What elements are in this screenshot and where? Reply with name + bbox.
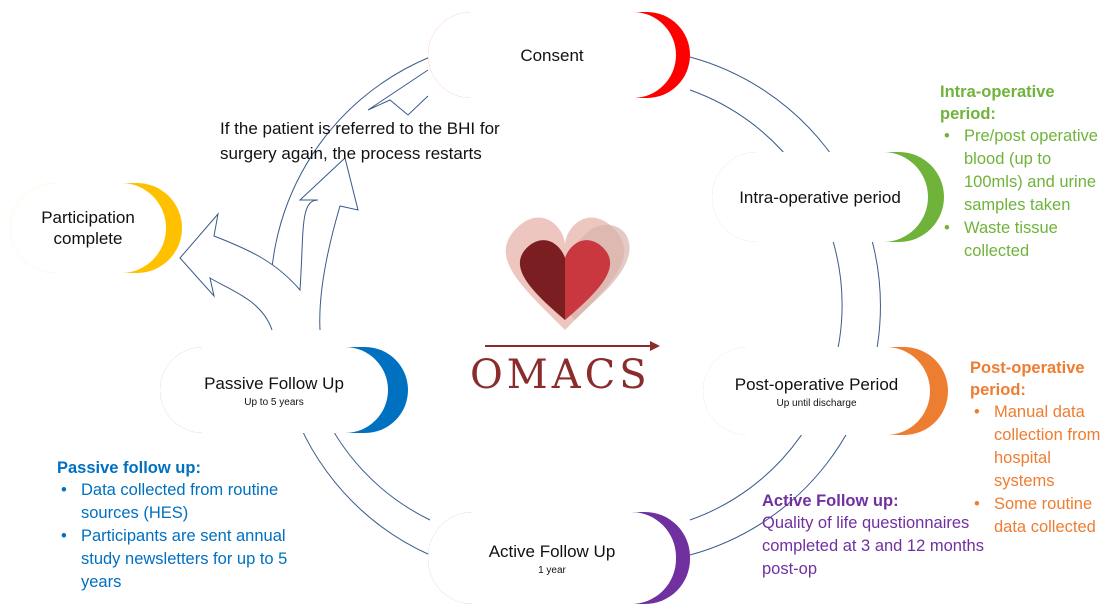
stage-intra-operative: Intra-operative period <box>712 152 944 242</box>
stage-participation-complete: Participation complete <box>10 183 182 273</box>
note-item: Manual data collection from hospital sys… <box>974 401 1110 493</box>
stage-title: Participation complete <box>41 208 135 248</box>
stage-title: Passive Follow Up <box>204 373 344 393</box>
note-item: Waste tissue collected <box>944 217 1105 263</box>
note-heading: Active Follow up: <box>762 492 899 510</box>
branch-arrow <box>179 157 359 331</box>
stage-active-follow-up: Active Follow Up 1 year <box>428 512 690 604</box>
cycle-ring <box>689 56 881 556</box>
restart-note: If the patient is referred to the BHI fo… <box>220 119 500 163</box>
note-item: Some routine data collected <box>974 493 1110 539</box>
stage-post-operative: Post-operative Period Up until discharge <box>703 347 948 435</box>
stage-subtitle: Up until discharge <box>776 397 857 409</box>
note-heading: Intra-operative period: <box>940 83 1055 123</box>
stage-title: Active Follow Up <box>488 541 616 561</box>
restart-arrow <box>367 69 429 116</box>
note-heading: Passive follow up: <box>57 459 201 477</box>
note-item: Data collected from routine sources (HES… <box>61 479 327 525</box>
logo-arrow <box>485 341 660 351</box>
stage-subtitle: 1 year <box>538 564 566 576</box>
stage-title: Consent <box>520 45 584 65</box>
active-follow-up-note: Active Follow up: Quality of life questi… <box>762 490 992 581</box>
logo-text: OMACS <box>470 352 651 398</box>
passive-follow-up-note: Passive follow up: Data collected from r… <box>57 457 327 594</box>
post-operative-note: Post-operative period: Manual data colle… <box>970 357 1110 539</box>
cycle-ring <box>689 89 843 521</box>
stage-consent: Consent <box>428 12 690 98</box>
stage-subtitle: Up to 5 years <box>244 396 304 408</box>
note-item: Pre/post operative blood (up to 100mls) … <box>944 125 1105 217</box>
stage-title: Post-operative Period <box>734 374 899 394</box>
stage-passive-follow-up: Passive Follow Up Up to 5 years <box>160 347 408 433</box>
note-text: Quality of life questionnaires completed… <box>762 514 984 578</box>
note-item: Participants are sent annual study newsl… <box>61 525 327 594</box>
note-heading: Post-operative period: <box>970 359 1085 399</box>
stage-title: Intra-operative period <box>739 187 901 207</box>
intra-operative-note: Intra-operative period: Pre/post operati… <box>940 81 1105 263</box>
heart-icon <box>505 217 630 330</box>
